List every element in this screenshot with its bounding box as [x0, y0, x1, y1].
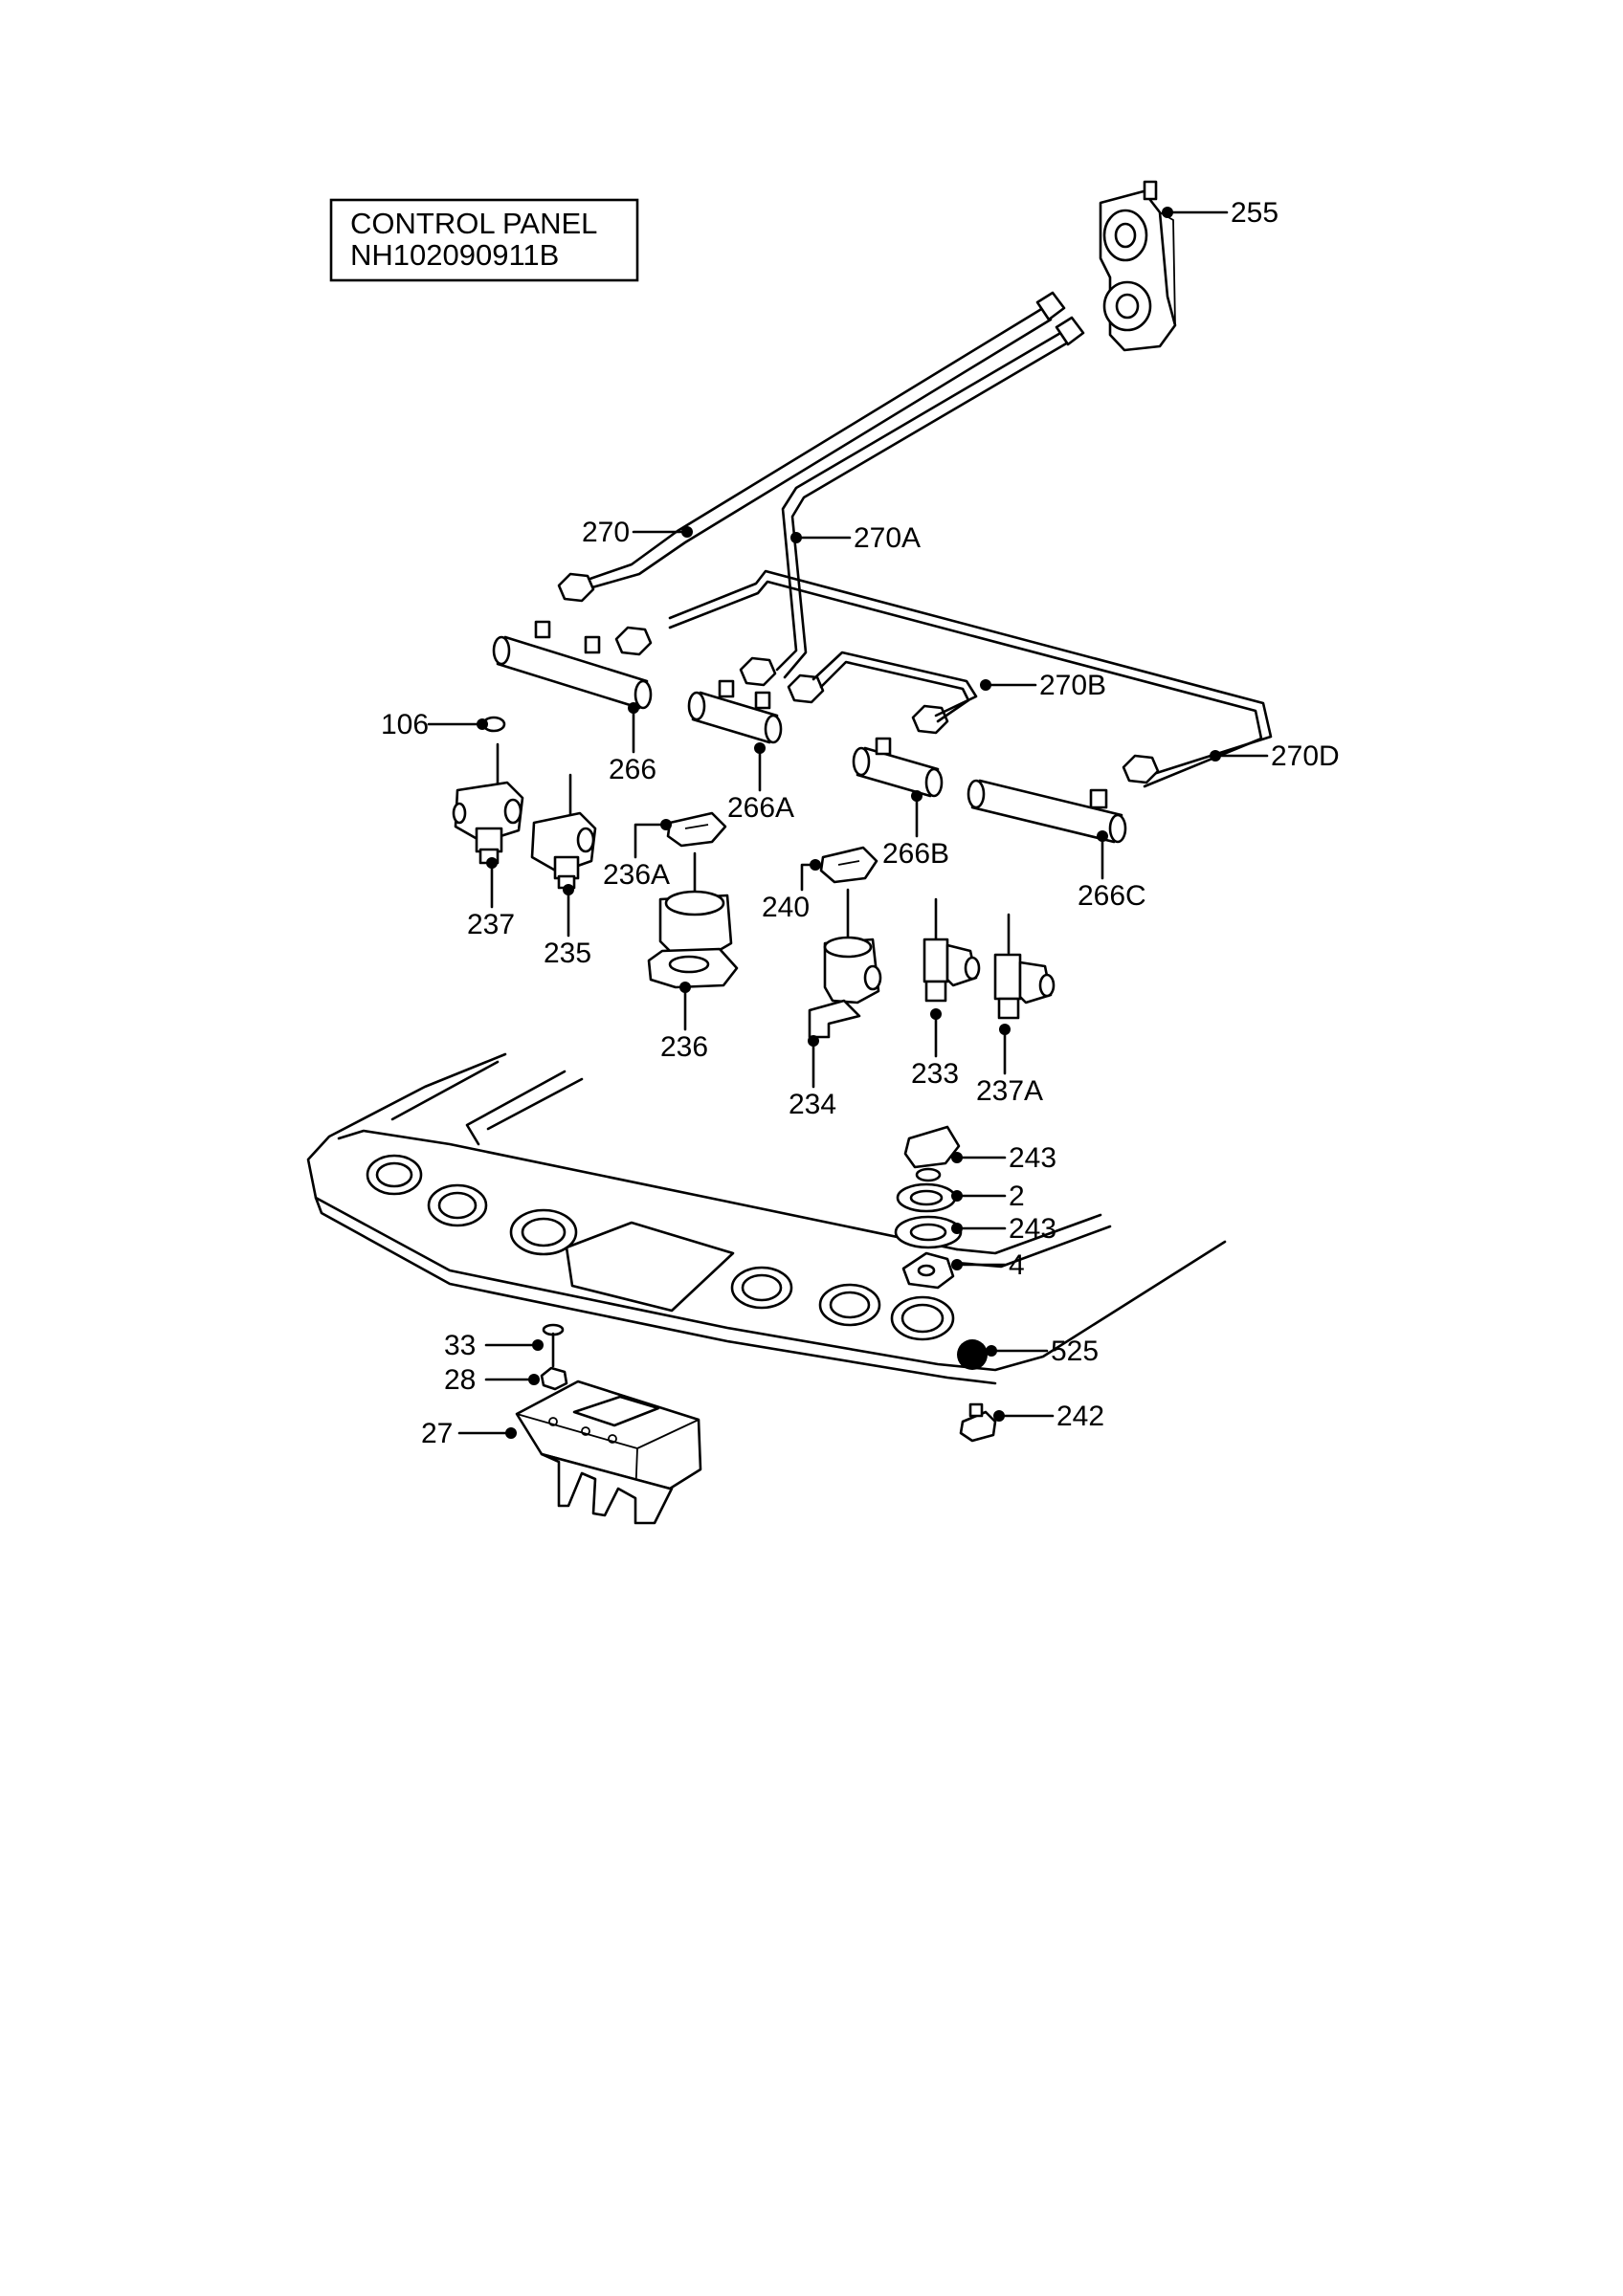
callout-525: 525	[1051, 1336, 1099, 1367]
part-242-switch	[959, 1402, 997, 1443]
valve-237a	[993, 913, 1056, 1020]
callout-266: 266	[609, 754, 656, 785]
callout-28: 28	[444, 1364, 476, 1396]
leader-lines	[427, 207, 1269, 1439]
callout-270a: 270A	[854, 522, 921, 554]
callout-4: 4	[1009, 1249, 1025, 1281]
callout-234: 234	[789, 1089, 836, 1120]
part-28-nut	[540, 1366, 568, 1391]
valve-237	[452, 742, 524, 865]
callout-240: 240	[762, 892, 810, 923]
callout-255: 255	[1231, 197, 1278, 229]
callout-236a: 236A	[603, 859, 670, 891]
part-240-cap	[819, 846, 878, 884]
tube-266b	[852, 737, 944, 798]
callout-266b: 266B	[882, 838, 949, 870]
callout-236: 236	[660, 1031, 708, 1063]
callout-labels: 255 270 270A 270B 270D 106 266 266A 266B…	[381, 197, 1340, 1449]
control-panel-fascia	[306, 1052, 1227, 1385]
knob-assembly	[894, 1125, 963, 1290]
part-27-timer	[515, 1380, 702, 1525]
callout-270d: 270D	[1271, 740, 1340, 772]
callout-33: 33	[444, 1330, 476, 1361]
tube-266c	[967, 779, 1127, 844]
title-line-2: NH102090911B	[350, 238, 559, 272]
title-line-1: CONTROL PANEL	[350, 207, 597, 240]
callout-2: 2	[1009, 1181, 1025, 1212]
part-33-screw	[542, 1323, 565, 1368]
part-236-valve	[647, 851, 739, 989]
callout-270: 270	[582, 517, 630, 548]
callout-243-bottom: 243	[1009, 1213, 1056, 1245]
part-234-valve	[808, 888, 882, 1039]
valve-235	[530, 773, 597, 890]
callout-266a: 266A	[727, 792, 794, 824]
valve-233	[923, 897, 981, 1003]
callout-235: 235	[544, 938, 591, 969]
callout-27: 27	[421, 1418, 453, 1449]
part-525-plug	[957, 1339, 988, 1370]
tube-266a	[687, 679, 783, 744]
part-236a-cap	[666, 811, 727, 848]
callout-243-top: 243	[1009, 1142, 1056, 1174]
title-box: CONTROL PANEL NH102090911B	[329, 198, 639, 282]
callout-237: 237	[467, 909, 515, 940]
tube-266	[492, 620, 653, 710]
callout-237a: 237A	[976, 1075, 1043, 1107]
callout-106: 106	[381, 709, 429, 740]
callout-266c: 266C	[1078, 880, 1146, 912]
callout-233: 233	[911, 1058, 959, 1090]
callout-270b: 270B	[1039, 670, 1106, 701]
callout-242: 242	[1056, 1401, 1104, 1432]
part-255-regulator	[1099, 180, 1177, 352]
pipes-270-270a	[557, 291, 1273, 788]
pipe-270b	[812, 651, 978, 723]
